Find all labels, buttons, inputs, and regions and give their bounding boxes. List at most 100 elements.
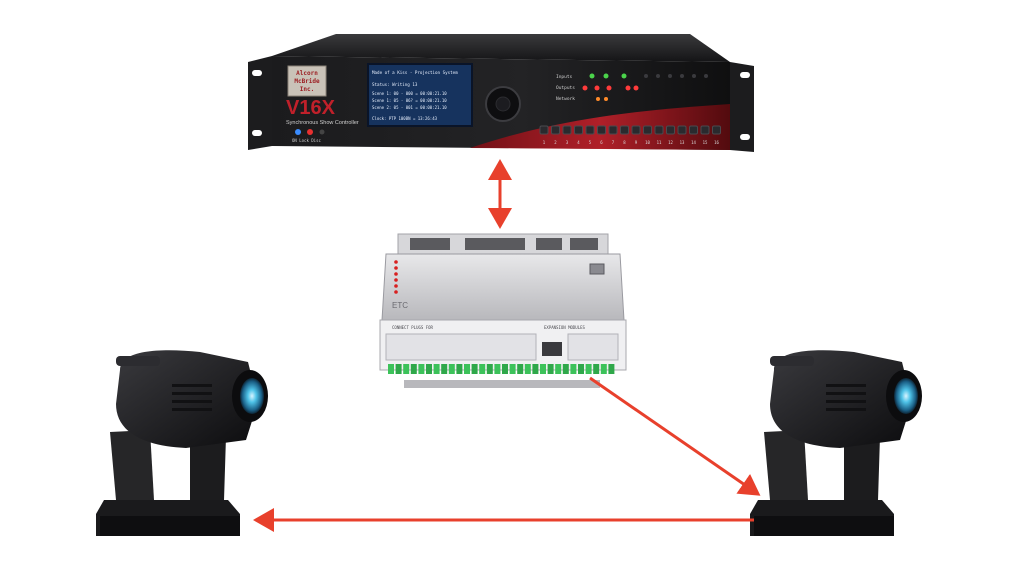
terminal-block [385,333,537,361]
port-number: 13 [680,140,685,145]
interface-box: ETC CONNECT PLUGS FOR EXPANSION MODULES [379,233,627,388]
chassis-top [272,34,730,62]
port-button [712,125,721,135]
green-terminal [418,364,425,374]
yoke-arm [764,430,808,500]
green-terminal [388,364,394,374]
box-brand: ETC [392,301,408,310]
status-led [394,266,398,270]
green-terminal [426,364,432,374]
port-button [620,125,629,135]
port-button [608,125,618,135]
screen-line-3: Scene 1: 00 - 000 = 00:00:21.10 [372,91,447,96]
rack-ear-hole [252,130,262,136]
port-number: 14 [691,140,696,145]
green-terminal [570,364,577,374]
led-off [704,74,708,78]
green-terminal [471,364,478,374]
terminal-block [567,333,619,361]
status-caption: ON Lock Disc [292,138,321,143]
status-led [394,272,398,276]
screen-line-1: Made of a Kiss - Projection System [372,70,458,75]
port-number: 8 [623,140,626,145]
port-number: 11 [657,140,662,145]
brand-badge [287,65,327,97]
green-terminal [395,364,402,374]
green-terminal [486,364,493,374]
indicator-leds [582,73,708,101]
green-terminal [448,364,455,374]
top-connector [465,238,525,250]
green-terminal [593,364,600,374]
green-terminal [547,364,554,374]
green-terminal [494,364,501,374]
green-terminal [532,364,539,374]
green-terminal [509,364,516,374]
port-number: 6 [600,140,603,145]
led-off [692,74,696,78]
rack-ear-hole [252,70,262,76]
jog-wheel-center [495,96,511,112]
port-button [700,125,710,135]
port-button [677,125,687,135]
led-on [295,129,301,135]
led-red [633,85,639,91]
yoke-arm [190,434,226,500]
port-button [585,125,595,135]
screen-line-5: Scene 2: 05 - 001 = 00:00:21.10 [372,105,447,110]
port-number: 15 [703,140,708,145]
green-terminal [524,364,531,374]
led-amber [596,97,600,101]
green-terminal [441,364,448,374]
port-number: 16 [714,140,719,145]
base-plate [100,516,240,536]
led-amber [604,97,608,101]
port-button [551,125,560,135]
status-led [394,290,398,294]
rack-ear-left [248,56,272,150]
port-number: 10 [645,140,650,145]
usb-port-icon [589,263,605,275]
green-terminal [608,364,615,374]
base-plate [754,516,894,536]
arrow-interface-to-right-light [589,376,761,496]
port-button [643,125,652,135]
rack-ear-hole [740,134,750,140]
box-body [381,253,625,321]
light-head [116,350,258,448]
led-off [680,74,684,78]
led-off [656,74,660,78]
head-top-handle [770,356,814,366]
status-led [394,278,398,282]
vent-grille [826,384,866,411]
ethernet-port-icon [542,342,562,356]
yoke-arm [110,430,154,500]
led-red [582,85,588,91]
screen-line-6: Clock: PTP 100BN = 13:26:43 [372,116,438,121]
port-button [574,125,583,135]
din-rail-base [404,380,600,388]
rack-ear-right [730,62,754,152]
top-connector [570,238,598,250]
green-terminal [600,364,607,374]
model-name: V16X [286,97,336,119]
port-number: 2 [554,140,557,145]
led-lock [307,129,313,135]
rack-ear-hole [740,72,750,78]
port-number: 1 [543,140,546,145]
top-connector [536,238,562,250]
led-off [668,74,672,78]
head-top-handle [116,356,160,366]
lens-icon [240,378,264,414]
show-controller: Alcorn McBride Inc. V16X Synchronous Sho… [248,34,754,152]
led-green [589,73,595,79]
led-off [644,74,648,78]
green-terminal [562,364,569,374]
green-terminal [464,364,470,374]
led-red [625,85,631,91]
model-subtitle: Synchronous Show Controller [286,120,359,126]
brand-line-2: McBride [294,78,320,85]
vent-grille [172,384,212,411]
